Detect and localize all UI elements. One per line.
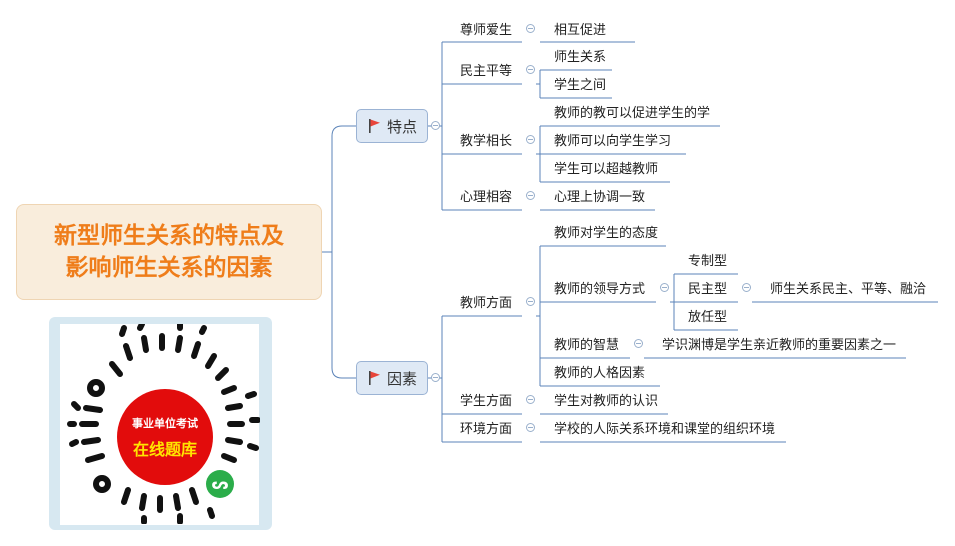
node-democracy-equality[interactable]: 民主平等 — [460, 64, 513, 79]
node-teacher-student-relation[interactable]: 师生关系 — [554, 50, 607, 65]
node-between-students[interactable]: 学生之间 — [554, 78, 607, 93]
collapse-toggle[interactable] — [526, 395, 535, 404]
collapse-toggle[interactable] — [742, 283, 751, 292]
qr-badge-line-1: 事业单位考试 — [132, 416, 198, 430]
node-respect-love[interactable]: 尊师爱生 — [460, 23, 513, 38]
branch-factors-label: 因素 — [386, 369, 417, 388]
node-teaching-learning[interactable]: 教学相长 — [460, 134, 513, 149]
branch-features[interactable]: 特点 — [356, 109, 428, 143]
node-leadership-style[interactable]: 教师的领导方式 — [554, 282, 646, 297]
collapse-toggle[interactable] — [526, 423, 535, 432]
collapse-toggle[interactable] — [526, 24, 535, 33]
branch-features-label: 特点 — [386, 117, 417, 136]
collapse-toggle[interactable] — [660, 283, 669, 292]
qr-center-badge: 事业单位考试 在线题库 — [117, 389, 213, 485]
red-flag-icon — [368, 119, 380, 133]
qr-badge-line-2: 在线题库 — [132, 439, 197, 459]
mini-program-badge: ᔕ — [202, 466, 238, 502]
node-students-surpass-teacher[interactable]: 学生可以超越教师 — [554, 162, 659, 177]
node-mutual-promotion[interactable]: 相互促进 — [554, 23, 607, 38]
collapse-toggle[interactable] — [526, 191, 535, 200]
node-psychological-compatibility[interactable]: 心理相容 — [460, 190, 513, 205]
root-topic[interactable]: 新型师生关系的特点及 影响师生关系的因素 — [16, 204, 322, 300]
node-school-environment[interactable]: 学校的人际关系环境和课堂的组织环境 — [554, 422, 776, 437]
qr-code-pattern — [67, 324, 260, 524]
mini-program-icon: ᔕ — [206, 470, 234, 498]
red-flag-icon — [368, 371, 380, 385]
root-title-line-2: 影响师生关系的因素 — [65, 255, 273, 281]
collapse-toggle[interactable] — [526, 65, 535, 74]
node-erudition[interactable]: 学识渊博是学生亲近教师的重要因素之一 — [662, 338, 897, 353]
collapse-toggle[interactable] — [431, 373, 440, 382]
branch-factors[interactable]: 因素 — [356, 361, 428, 395]
collapse-toggle[interactable] — [431, 121, 440, 130]
node-democratic-relation[interactable]: 师生关系民主、平等、融洽 — [770, 282, 927, 297]
node-teacher-attitude[interactable]: 教师对学生的态度 — [554, 226, 659, 241]
node-student-cognition[interactable]: 学生对教师的认识 — [554, 394, 659, 409]
node-laissez-faire[interactable]: 放任型 — [688, 310, 728, 325]
collapse-toggle[interactable] — [526, 297, 535, 306]
root-title-line-1: 新型师生关系的特点及 — [54, 223, 284, 249]
collapse-toggle[interactable] — [634, 339, 643, 348]
node-autocratic[interactable]: 专制型 — [688, 254, 728, 269]
node-teacher-aspect[interactable]: 教师方面 — [460, 296, 513, 311]
node-teaching-promotes-learning[interactable]: 教师的教可以促进学生的学 — [554, 106, 711, 121]
node-psychological-harmony[interactable]: 心理上协调一致 — [554, 190, 646, 205]
node-democratic[interactable]: 民主型 — [688, 282, 728, 297]
node-teacher-personality[interactable]: 教师的人格因素 — [554, 366, 646, 381]
node-environment-aspect[interactable]: 环境方面 — [460, 422, 513, 437]
node-teacher-wisdom[interactable]: 教师的智慧 — [554, 338, 620, 353]
collapse-toggle[interactable] — [526, 135, 535, 144]
node-teacher-learns-from-students[interactable]: 教师可以向学生学习 — [554, 134, 672, 149]
node-student-aspect[interactable]: 学生方面 — [460, 394, 513, 409]
